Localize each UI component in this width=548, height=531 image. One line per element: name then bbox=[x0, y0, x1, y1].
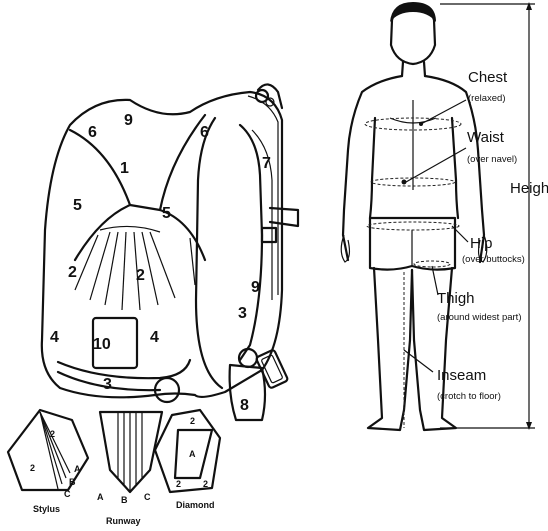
svg-text:3: 3 bbox=[103, 376, 112, 393]
closure-diamond: 2 A 2 2 Diamond bbox=[155, 410, 220, 510]
svg-text:A: A bbox=[74, 464, 81, 474]
measurement-labels: Chest (relaxed) Waist (over navel) Heigh… bbox=[437, 69, 548, 402]
hip-label: Hip bbox=[470, 235, 493, 252]
svg-text:5: 5 bbox=[162, 205, 171, 222]
svg-text:2: 2 bbox=[30, 463, 35, 473]
height-bar bbox=[440, 4, 535, 428]
svg-text:2: 2 bbox=[50, 429, 55, 439]
hip-note: (over buttocks) bbox=[462, 254, 525, 265]
svg-text:8: 8 bbox=[240, 397, 249, 414]
svg-text:Diamond: Diamond bbox=[176, 500, 215, 510]
waist-label: Waist bbox=[467, 129, 505, 146]
svg-text:B: B bbox=[121, 495, 128, 505]
svg-text:2: 2 bbox=[68, 264, 77, 281]
side-strap bbox=[240, 125, 262, 360]
svg-text:4: 4 bbox=[150, 329, 159, 346]
svg-text:2: 2 bbox=[190, 416, 195, 426]
svg-text:2: 2 bbox=[176, 479, 181, 489]
body-figure bbox=[341, 2, 535, 430]
inseam-label: Inseam bbox=[437, 367, 486, 384]
thigh-label: Thigh bbox=[437, 290, 475, 307]
svg-text:3: 3 bbox=[238, 305, 247, 322]
container-side bbox=[196, 118, 222, 388]
chest-label: Chest bbox=[468, 69, 508, 86]
svg-text:1: 1 bbox=[120, 160, 129, 177]
container-illustration: 1 2 2 3 3 4 4 5 5 6 6 7 8 9 9 10 bbox=[42, 84, 298, 420]
svg-text:6: 6 bbox=[200, 124, 209, 141]
chest-note: (relaxed) bbox=[468, 93, 506, 104]
hip-measure bbox=[367, 222, 459, 230]
svg-text:Stylus: Stylus bbox=[33, 504, 60, 514]
thigh-note: (around widest part) bbox=[437, 312, 521, 323]
svg-text:C: C bbox=[144, 492, 151, 502]
svg-text:C: C bbox=[64, 489, 71, 499]
closure-stylus: 2 2 A B C Stylus bbox=[8, 410, 88, 514]
svg-text:9: 9 bbox=[251, 279, 260, 296]
svg-text:5: 5 bbox=[73, 197, 82, 214]
svg-text:9: 9 bbox=[124, 112, 133, 129]
svg-text:6: 6 bbox=[88, 124, 97, 141]
svg-text:2: 2 bbox=[203, 479, 208, 489]
svg-text:4: 4 bbox=[50, 329, 59, 346]
svg-text:A: A bbox=[97, 492, 104, 502]
svg-text:2: 2 bbox=[136, 267, 145, 284]
height-label: Height bbox=[510, 180, 548, 197]
svg-text:7: 7 bbox=[262, 155, 271, 172]
svg-text:10: 10 bbox=[93, 336, 111, 353]
svg-text:Runway: Runway bbox=[106, 516, 141, 526]
inseam-note: (crotch to floor) bbox=[437, 391, 501, 402]
waist-note: (over navel) bbox=[467, 154, 517, 165]
svg-text:B: B bbox=[69, 477, 76, 487]
svg-text:A: A bbox=[189, 449, 196, 459]
closure-runway: A B C Runway bbox=[97, 412, 162, 526]
